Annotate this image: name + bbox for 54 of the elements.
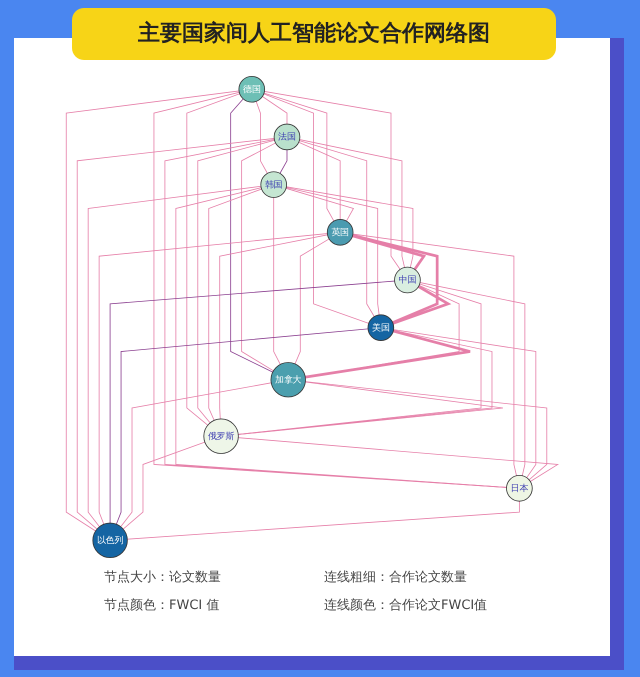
connector bbox=[230, 98, 274, 373]
connector bbox=[76, 138, 275, 530]
connector bbox=[352, 234, 517, 476]
connector bbox=[280, 149, 288, 174]
node-circle bbox=[260, 171, 287, 198]
node-circle bbox=[326, 219, 354, 246]
connector bbox=[305, 330, 472, 378]
connector bbox=[238, 284, 482, 435]
connector bbox=[122, 442, 206, 530]
connector bbox=[264, 91, 401, 270]
node-circle bbox=[274, 124, 300, 150]
connector bbox=[420, 282, 526, 476]
connector bbox=[393, 329, 536, 478]
connector bbox=[286, 186, 414, 268]
node-circle bbox=[203, 418, 239, 454]
connector bbox=[120, 382, 272, 528]
connector bbox=[294, 238, 330, 364]
legend-note: 节点大小：论文数量 bbox=[104, 569, 222, 586]
legend-note: 节点颜色：FWCI 值 bbox=[104, 597, 220, 614]
legend-note: 连线粗细：合作论文数量 bbox=[324, 569, 468, 586]
connector bbox=[126, 500, 520, 540]
connector bbox=[286, 188, 354, 222]
node-circle bbox=[394, 266, 421, 294]
node-circle bbox=[238, 76, 266, 103]
connector bbox=[238, 382, 504, 435]
connector bbox=[175, 187, 507, 488]
connector bbox=[98, 233, 328, 525]
connector bbox=[241, 142, 276, 372]
connector bbox=[298, 142, 341, 220]
connector bbox=[264, 92, 334, 222]
connector bbox=[208, 188, 262, 421]
connector bbox=[352, 234, 426, 270]
node-circle bbox=[506, 474, 533, 502]
node-circle bbox=[368, 314, 394, 341]
connector bbox=[186, 93, 240, 426]
connector bbox=[299, 139, 405, 268]
connector bbox=[273, 197, 281, 365]
connector bbox=[219, 234, 328, 420]
node-circle bbox=[92, 522, 128, 558]
legend-note: 连线颜色：合作论文FWCI值 bbox=[324, 597, 488, 614]
connector bbox=[262, 96, 288, 124]
connector bbox=[256, 100, 268, 174]
connector bbox=[116, 328, 368, 525]
connector bbox=[197, 140, 275, 424]
connector bbox=[352, 234, 439, 324]
connector bbox=[286, 187, 380, 316]
node-circle bbox=[270, 362, 306, 398]
connector bbox=[392, 285, 452, 325]
connector bbox=[238, 330, 492, 435]
connector bbox=[298, 140, 375, 318]
connector bbox=[238, 437, 560, 482]
connector bbox=[304, 381, 548, 480]
connector bbox=[88, 186, 262, 528]
connector bbox=[263, 94, 370, 324]
